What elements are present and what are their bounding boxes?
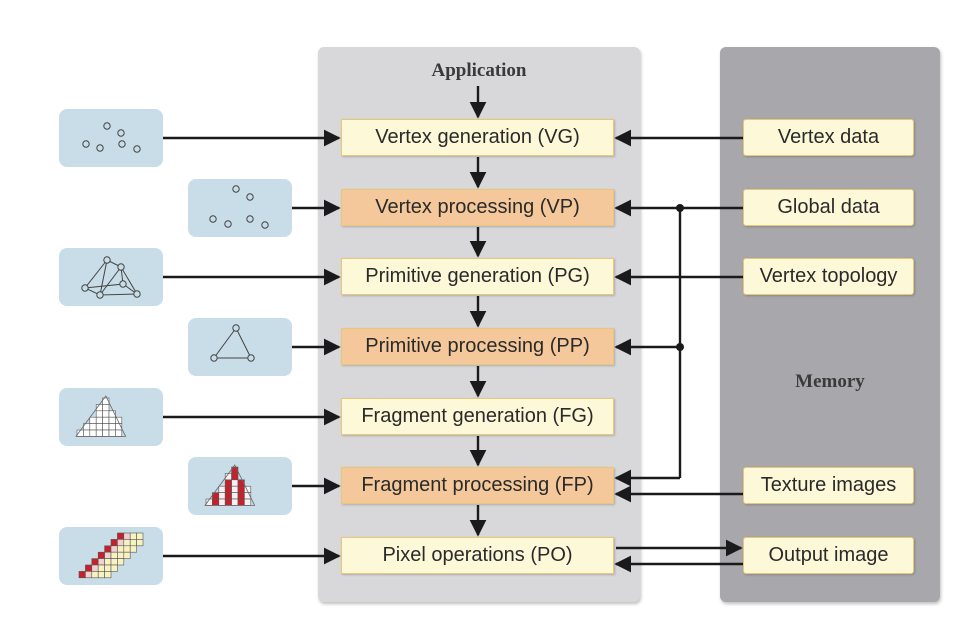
- memory-vertex-topology: Vertex topology: [743, 258, 914, 295]
- application-title: Application: [431, 60, 527, 81]
- memory-vertex-data: Vertex data: [743, 119, 914, 156]
- triangle-mesh-icon: [81, 256, 141, 299]
- memory-output-image: Output image: [743, 537, 914, 574]
- thumbnail-pixels: [59, 527, 163, 585]
- vertex-points-icon: [82, 122, 141, 153]
- thumbnail-vertices: [59, 109, 163, 167]
- thumbnail-fragments: [59, 388, 163, 446]
- thumbnail-processed-primitive: [188, 318, 292, 376]
- stage-vertex-generation: Vertex generation (VG): [341, 119, 614, 156]
- stage-vertex-processing: Vertex processing (VP): [341, 189, 614, 226]
- memory-texture-images: Texture images: [743, 467, 914, 504]
- thumbnail-primitives: [59, 248, 163, 306]
- shaded-fragments-icon: [204, 464, 256, 506]
- memory-title: Memory: [795, 371, 865, 392]
- stage-fragment-processing: Fragment processing (FP): [341, 467, 614, 504]
- thumbnail-shaded-fragments: [188, 457, 292, 515]
- pixel-grid-icon: [78, 532, 144, 579]
- memory-global-data: Global data: [743, 189, 914, 226]
- fragment-grid-icon: [75, 395, 127, 437]
- stage-primitive-processing: Primitive processing (PP): [341, 328, 614, 365]
- stage-fragment-generation: Fragment generation (FG): [341, 398, 614, 435]
- thumbnail-transformed-vertices: [188, 179, 292, 237]
- transformed-points-icon: [209, 185, 269, 229]
- stage-primitive-generation: Primitive generation (PG): [341, 258, 614, 295]
- single-triangle-icon: [210, 324, 255, 362]
- stage-pixel-operations: Pixel operations (PO): [341, 537, 614, 574]
